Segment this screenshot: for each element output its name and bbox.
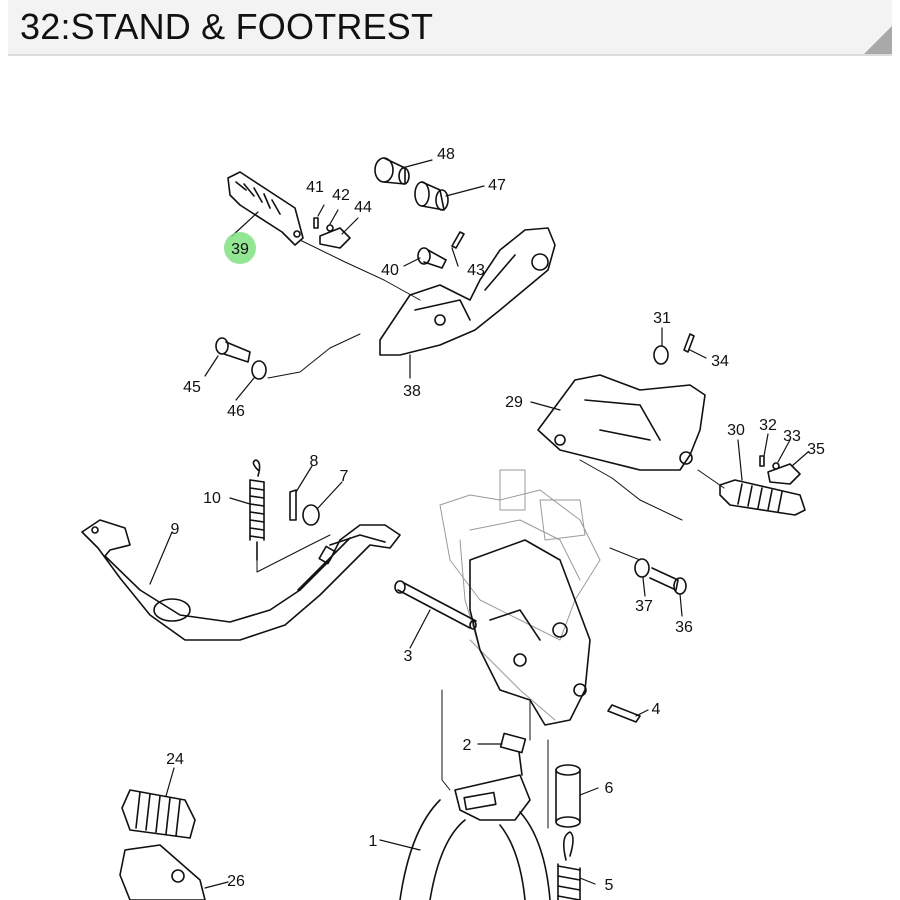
callout-48: 48 bbox=[437, 146, 455, 163]
part-6-sleeve bbox=[555, 764, 581, 828]
callout-24: 24 bbox=[166, 751, 184, 768]
callout-37: 37 bbox=[635, 598, 653, 615]
part-9-lever bbox=[81, 519, 401, 641]
callout-1: 1 bbox=[369, 833, 378, 850]
callout-8: 8 bbox=[310, 453, 319, 470]
callout-34: 34 bbox=[711, 353, 729, 370]
frame-ghost bbox=[439, 469, 601, 721]
part-26-bracket bbox=[119, 844, 206, 900]
callout-10: 10 bbox=[203, 490, 221, 507]
callout-7: 7 bbox=[340, 468, 349, 485]
callout-43: 43 bbox=[467, 262, 485, 279]
callout-32: 32 bbox=[759, 417, 777, 434]
callout-5: 5 bbox=[605, 877, 614, 894]
stand-bracket bbox=[469, 539, 591, 726]
part-5-spring bbox=[557, 831, 581, 900]
callout-38: 38 bbox=[403, 383, 421, 400]
part-40-pin bbox=[417, 247, 447, 269]
callout-2: 2 bbox=[463, 737, 472, 754]
callout-44: 44 bbox=[354, 199, 372, 216]
part-34-pin bbox=[683, 333, 695, 353]
callout-41: 41 bbox=[306, 179, 324, 196]
part-42-ball bbox=[326, 224, 334, 232]
part-7-washer bbox=[302, 504, 320, 526]
callout-45: 45 bbox=[183, 379, 201, 396]
page-header: 32:STAND & FOOTREST bbox=[8, 0, 892, 56]
part-29-bracket bbox=[537, 374, 706, 471]
callout-42: 42 bbox=[332, 187, 350, 204]
callout-4: 4 bbox=[652, 701, 661, 718]
part-44-plate bbox=[319, 227, 351, 249]
part-43-pin bbox=[451, 231, 465, 249]
callout-36: 36 bbox=[675, 619, 693, 636]
callout-40: 40 bbox=[381, 262, 399, 279]
callout-46: 46 bbox=[227, 403, 245, 420]
callout-39: 39 bbox=[231, 241, 249, 258]
callout-31: 31 bbox=[653, 310, 671, 327]
callout-35: 35 bbox=[807, 441, 825, 458]
part-48-collar bbox=[374, 157, 410, 185]
part-31-bolt bbox=[653, 345, 669, 365]
part-39-footrest bbox=[227, 171, 304, 246]
callout-6: 6 bbox=[605, 780, 614, 797]
part-8-pin bbox=[289, 489, 297, 521]
part-1-stand bbox=[399, 774, 551, 900]
part-47-damper bbox=[414, 181, 449, 211]
mount-lines bbox=[256, 239, 725, 829]
part-10-spring bbox=[249, 459, 265, 561]
page-title: 32:STAND & FOOTREST bbox=[20, 6, 434, 47]
part-38-bracket bbox=[379, 227, 556, 356]
callout-30: 30 bbox=[727, 422, 745, 439]
part-4-pin bbox=[607, 704, 641, 723]
callout-26: 26 bbox=[227, 873, 245, 890]
part-36-bolt bbox=[649, 567, 687, 595]
callout-47: 47 bbox=[488, 177, 506, 194]
part-2-clip bbox=[499, 732, 527, 776]
part-30-peg bbox=[719, 479, 806, 516]
part-37-washer bbox=[634, 558, 650, 578]
callout-29: 29 bbox=[505, 394, 523, 411]
callout-9: 9 bbox=[171, 521, 180, 538]
part-3-pin bbox=[394, 580, 477, 630]
callout-33: 33 bbox=[783, 428, 801, 445]
callout-3: 3 bbox=[404, 648, 413, 665]
corner-fold-icon bbox=[864, 26, 892, 54]
callout-labels: 39 41 42 44 48 47 40 43 45 46 38 29 31 3… bbox=[166, 146, 825, 894]
parts-diagram: 39 41 42 44 48 47 40 43 45 46 38 29 31 3… bbox=[81, 146, 825, 900]
highlight-marker bbox=[224, 232, 256, 264]
part-32-bolt bbox=[759, 455, 765, 467]
leader-lines bbox=[149, 159, 809, 889]
part-35-plate bbox=[767, 463, 801, 485]
part-46-washer bbox=[251, 360, 267, 380]
part-24-peg bbox=[121, 789, 196, 839]
part-41-bolt bbox=[313, 217, 319, 229]
part-45-bolt bbox=[215, 337, 251, 363]
